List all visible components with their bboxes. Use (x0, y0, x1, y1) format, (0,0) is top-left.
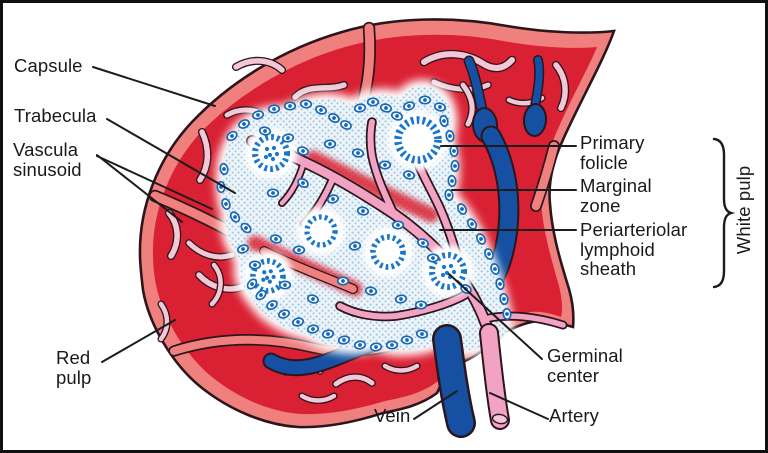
red-pulp-leader (101, 319, 176, 363)
germinal-center-label: Germinal center (547, 345, 623, 386)
marginal-zone-cells (216, 95, 512, 352)
artery-label: Artery (549, 405, 599, 426)
periarteriolar-lymphoid-sheath-label: Periarteriolar lymphoid sheath (580, 219, 688, 279)
marginal-zone-label: Marginal zone (580, 175, 652, 216)
vein-leader (413, 390, 458, 420)
vascular-sinusoids (157, 49, 570, 405)
vascula-sinusoid-label: Vascula sinusoid (13, 139, 82, 180)
white-pulp-label: White pulp (733, 165, 754, 255)
vascula-sinusoid-leader-2 (96, 155, 213, 210)
artery-leader (489, 392, 549, 420)
trabecula-label: Trabecula (14, 105, 97, 126)
hilum-vessels (432, 323, 510, 438)
trabecula-leader (106, 118, 236, 194)
red-pulp-label: Red pulp (56, 347, 92, 388)
germinal-center-leader (448, 273, 543, 360)
capsule-label: Capsule (14, 55, 83, 76)
vein-label: Vein (374, 405, 411, 426)
primary-folicle-label: Primary folicle (580, 132, 645, 173)
white-pulp-brace (712, 137, 736, 289)
vascula-sinusoid-leader-1 (96, 154, 183, 223)
capsule-leader (92, 66, 216, 107)
leader-lines (92, 66, 577, 420)
spleen-illustration (92, 18, 736, 438)
